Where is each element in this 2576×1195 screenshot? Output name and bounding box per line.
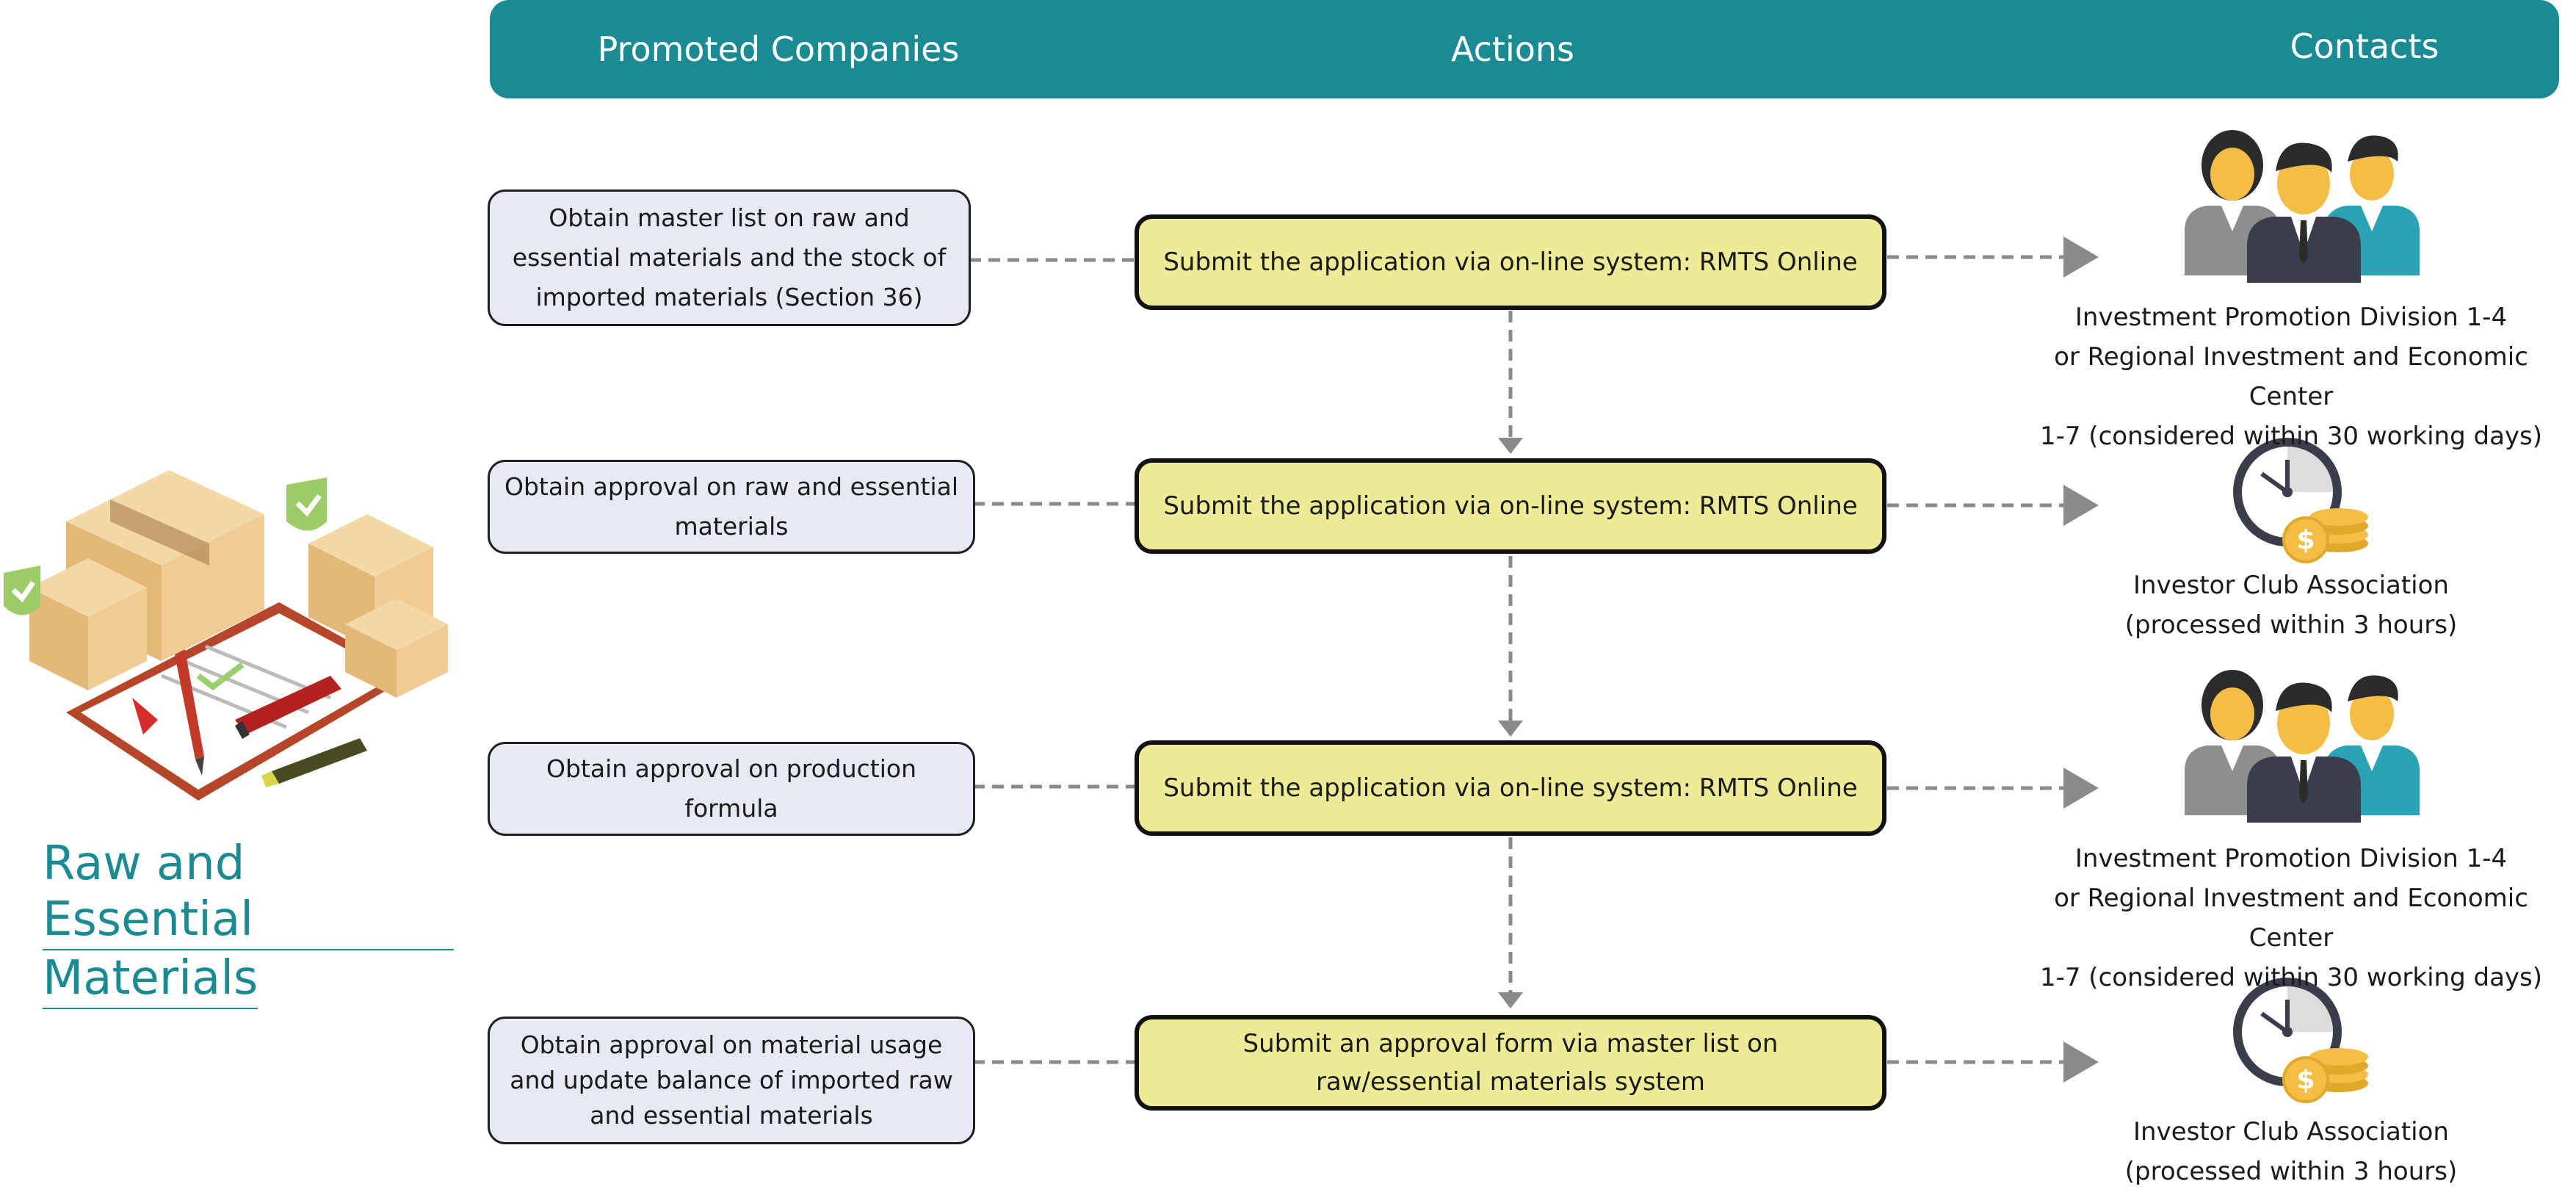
company-step-1: Obtain master list on raw and essential … xyxy=(488,189,971,326)
company-step-4: Obtain approval on material usage and up… xyxy=(488,1017,975,1144)
action-step-4: Submit an approval form via master list … xyxy=(1135,1015,1886,1111)
people-icon xyxy=(2185,130,2420,283)
clock-coins-icon: $ xyxy=(2233,978,2368,1103)
svg-text:$: $ xyxy=(2296,1065,2315,1095)
title-line-2: Materials xyxy=(43,950,258,1009)
action-step-3: Submit the application via on-line syste… xyxy=(1135,740,1886,836)
company-step-3: Obtain approval on production formula xyxy=(488,742,975,836)
header-promoted-companies: Promoted Companies xyxy=(597,29,960,69)
contact-2: Investor Club Association (processed wit… xyxy=(2124,571,2458,640)
boxes-clipboard-illustration xyxy=(4,470,448,801)
people-icon xyxy=(2185,670,2420,823)
clock-coins-icon: $ xyxy=(2233,438,2368,563)
svg-text:$: $ xyxy=(2296,525,2315,555)
header-actions: Actions xyxy=(1450,29,1575,69)
header-bar xyxy=(490,0,2559,98)
contact-4: Investor Club Association (processed wit… xyxy=(2124,1117,2458,1186)
action-step-2: Submit the application via on-line syste… xyxy=(1135,458,1886,554)
contact-1: Investment Promotion Division 1-4 or Reg… xyxy=(2039,303,2543,451)
company-step-2: Obtain approval on raw and essential mat… xyxy=(488,460,975,554)
header-contacts: Contacts xyxy=(2290,26,2439,66)
page-title: Raw and Essential Materials xyxy=(43,836,454,1009)
action-step-1: Submit the application via on-line syste… xyxy=(1135,214,1886,310)
title-line-1: Raw and Essential xyxy=(43,836,454,950)
contact-3: Investment Promotion Division 1-4 or Reg… xyxy=(2039,844,2543,992)
